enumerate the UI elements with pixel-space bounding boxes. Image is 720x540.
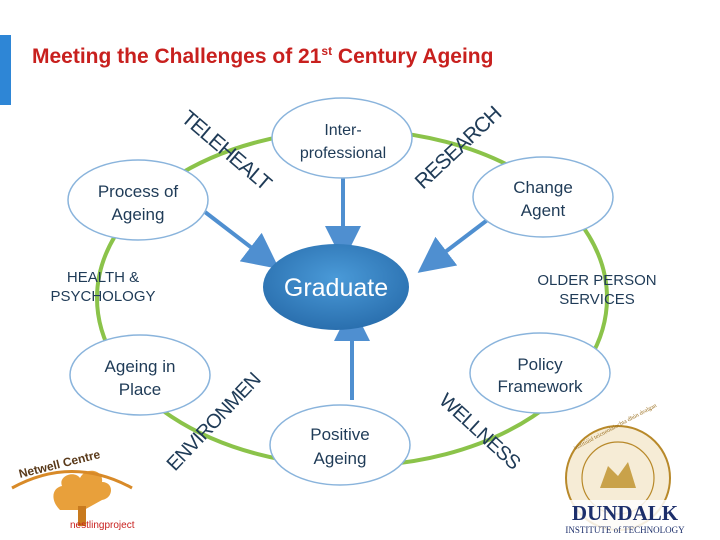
dundalk-name: DUNDALK [572,501,679,525]
arrow-from-left [203,210,280,269]
node-positive-ageing [269,404,411,486]
side-label-health-psychology: HEALTH & PSYCHOLOGY [28,268,178,306]
node-positive-ageing-line1: Positive [310,425,370,444]
node-positive-ageing-line2: Ageing [314,449,367,468]
side-label-older-line1: OLDER PERSON [537,272,657,289]
dundalk-seal-emblem [600,462,636,488]
node-ageing-in-place-line1: Ageing in [105,357,176,376]
dundalk-name-backdrop [565,500,685,536]
node-policy-framework-line2: Framework [497,377,583,396]
page-title: Meeting the Challenges of 21st Century A… [32,44,494,68]
dundalk-logo: institiúid teicneolaíochta dhún dealgan … [565,403,685,536]
netwell-arc [11,470,133,490]
node-process-of-ageing-line2: Ageing [112,205,165,224]
node-ageing-in-place [69,334,211,416]
netwell-project-text: nestlingproject [70,520,135,531]
dundalk-subtitle: INSTITUTE of TECHNOLOGY [565,525,685,535]
node-change-agent-line1: Change [513,178,573,197]
node-process-of-ageing [67,159,209,241]
center-hub [263,244,409,330]
side-label-older-person-services: OLDER PERSON SERVICES [512,271,682,309]
accent-bar [0,35,11,105]
side-label-health-line1: HEALTH & [66,269,140,286]
node-interprofessional-line1: Inter- [324,122,361,139]
node-change-agent [472,156,614,238]
arrow-from-right [417,216,492,273]
netwell-tree-icon [53,470,111,510]
side-label-older-line2: SERVICES [559,291,635,308]
node-policy-framework-line1: Policy [517,355,563,374]
node-interprofessional-line2: professional [300,145,386,162]
netwell-logo: Netwell Centre nestlingproject [11,447,135,531]
node-interprofessional [271,97,413,179]
node-policy-framework [469,332,611,414]
node-process-of-ageing-line1: Process of [98,182,179,201]
node-ageing-in-place-line2: Place [119,380,162,399]
center-label: Graduate [284,274,388,302]
node-change-agent-line2: Agent [521,201,566,220]
side-label-health-line2: PSYCHOLOGY [50,288,156,305]
netwell-trunk [78,506,86,526]
